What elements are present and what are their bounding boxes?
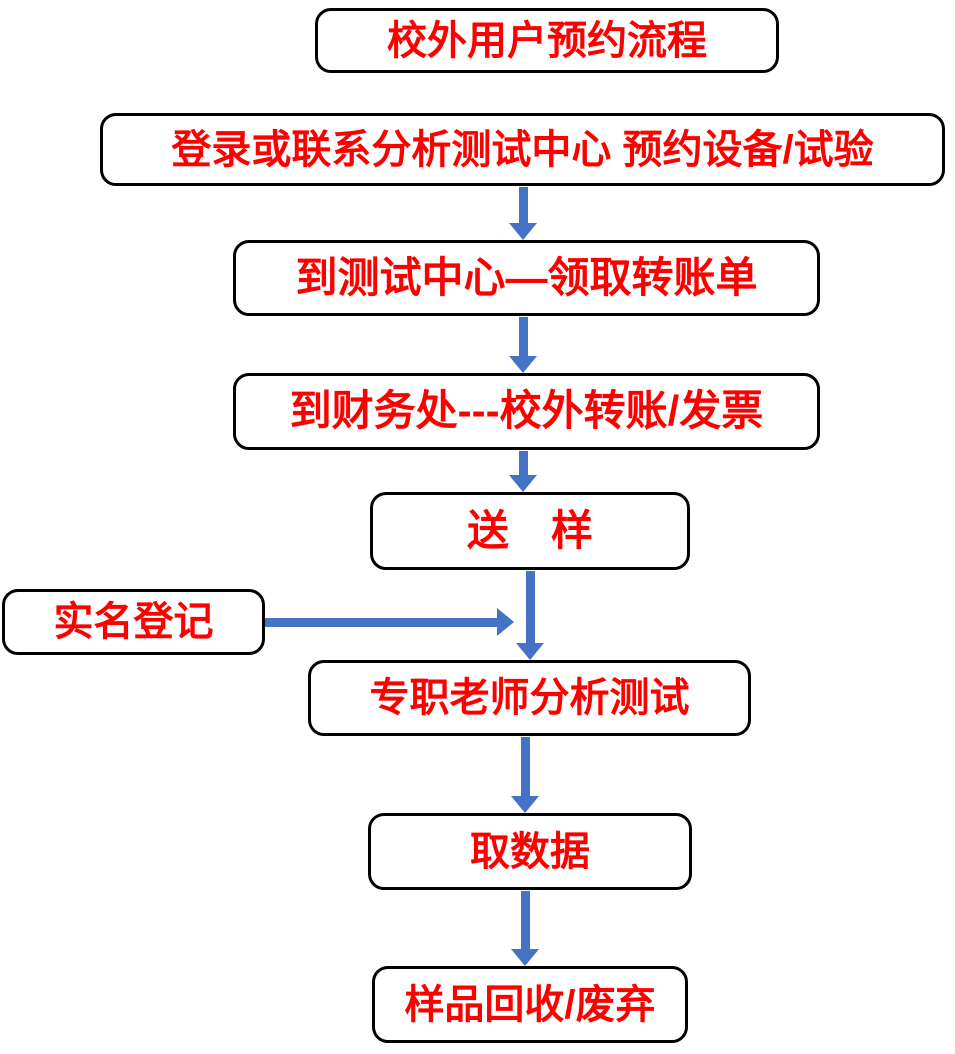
arrow-shaft xyxy=(518,317,528,356)
arrow-shaft xyxy=(520,737,530,796)
flow-node-transfer-form: 到测试中心—领取转账单 xyxy=(233,240,820,316)
flow-node-analysis: 专职老师分析测试 xyxy=(308,660,751,736)
arrow-head xyxy=(511,796,539,813)
flow-node-title: 校外用户预约流程 xyxy=(315,8,779,73)
arrow-head xyxy=(509,223,537,240)
flow-node-get-data: 取数据 xyxy=(368,813,692,890)
arrow-head xyxy=(511,949,539,966)
arrow-head xyxy=(509,475,537,492)
arrow-shaft xyxy=(518,187,528,223)
arrow-head xyxy=(509,356,537,373)
arrow-down-analysis-to-data-icon xyxy=(511,737,539,813)
arrow-shaft xyxy=(518,451,528,475)
arrow-shaft xyxy=(520,891,530,949)
flow-node-finance: 到财务处---校外转账/发票 xyxy=(233,373,820,450)
arrow-down-data-to-recycle-icon xyxy=(511,891,539,966)
arrow-down-finance-to-sample-icon xyxy=(509,451,537,492)
flow-node-real-name: 实名登记 xyxy=(2,589,265,655)
arrow-shaft xyxy=(265,617,497,627)
arrow-down-reserve-to-transfer-icon xyxy=(509,187,537,240)
arrow-right-realname-to-flow-icon xyxy=(265,608,514,636)
arrow-head xyxy=(497,608,514,636)
arrow-shaft xyxy=(525,571,535,643)
flow-node-sample-recycle: 样品回收/废弃 xyxy=(372,966,688,1043)
flow-node-reserve: 登录或联系分析测试中心 预约设备/试验 xyxy=(100,113,945,186)
arrow-down-sample-to-analysis-icon xyxy=(516,571,544,660)
arrow-head xyxy=(516,643,544,660)
flow-node-send-sample: 送 样 xyxy=(370,492,690,570)
arrow-down-transfer-to-finance-icon xyxy=(509,317,537,373)
